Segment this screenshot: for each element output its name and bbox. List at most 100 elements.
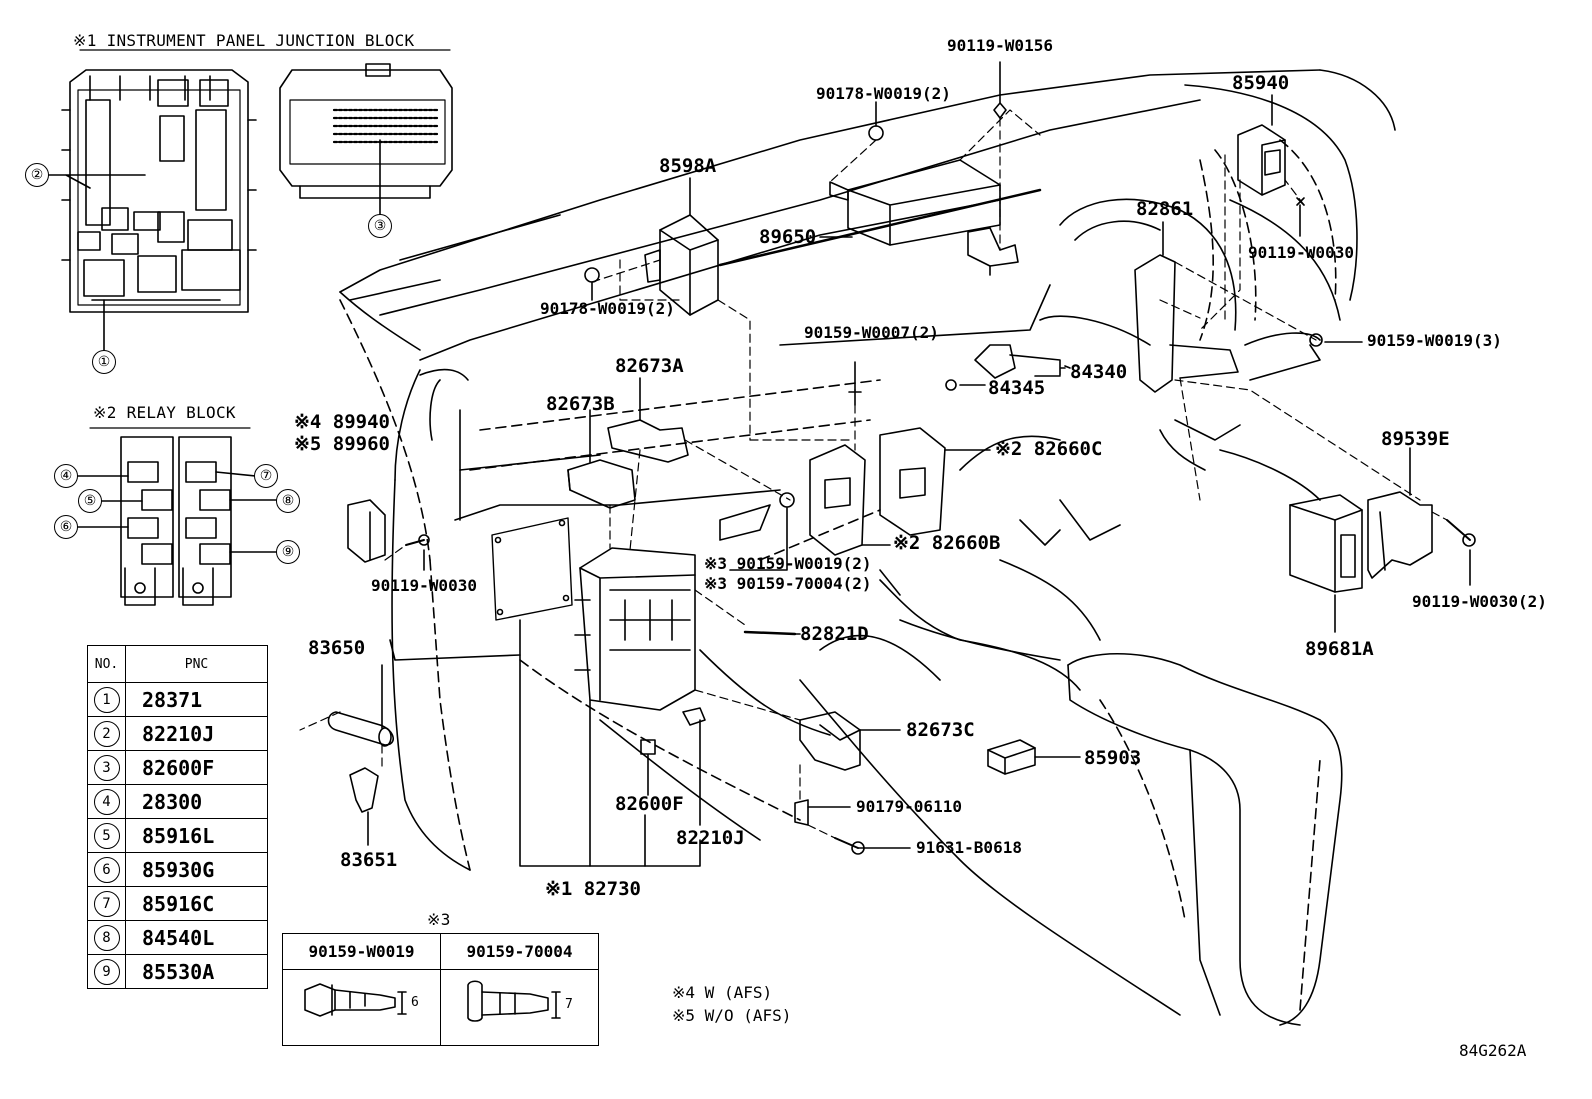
note-afs-wo: ※5 W/O (AFS) — [672, 1006, 792, 1025]
pnc-table-header: NO. PNC — [87, 645, 268, 683]
label-89650: 89650 — [759, 226, 817, 248]
part-85940-shape — [1237, 124, 1286, 196]
label-89539E: 89539E — [1381, 428, 1450, 450]
bolt-dim-1: 6 — [411, 995, 419, 1010]
part-90179-shape — [794, 799, 809, 826]
relay-callout-7: ⑦ — [254, 464, 278, 488]
label-90119-W0030-right: 90119-W0030 — [1248, 243, 1354, 262]
label-82821D: 82821D — [800, 623, 869, 645]
relay-callout-6: ⑥ — [54, 515, 78, 539]
label-90119-W0030-left: 90119-W0030 — [371, 576, 477, 595]
junction-block-rear-view — [279, 63, 453, 199]
relay-callout-8: ⑧ — [276, 489, 300, 513]
label-90119-W0030-2: 90119-W0030(2) — [1412, 592, 1547, 611]
row-pnc: 85930G — [125, 852, 268, 887]
row-number: 6 — [93, 856, 120, 883]
label-8598A: 8598A — [659, 155, 717, 177]
junction-block-front-view — [61, 69, 257, 313]
part-82673B-shape — [567, 459, 636, 509]
row-number: 1 — [93, 686, 120, 713]
row-number: 8 — [93, 924, 120, 951]
part-82861-shape — [1134, 254, 1239, 393]
part-84340-shape — [945, 344, 1066, 391]
label-90159-W0019-3: 90159-W0019(3) — [1367, 331, 1502, 350]
row-pnc: 82210J — [125, 716, 268, 751]
row-pnc: 85916L — [125, 818, 268, 853]
label-91631-B0618: 91631-B0618 — [916, 838, 1022, 857]
assembly-dashed-lines — [299, 109, 1448, 839]
row-pnc: 82600F — [125, 750, 268, 785]
bolt-col-2: 90159-70004 — [440, 933, 599, 970]
label-90179-06110: 90179-06110 — [856, 797, 962, 816]
row-number: 2 — [93, 720, 120, 747]
row-number: 5 — [93, 822, 120, 849]
part-89940-shape — [347, 499, 386, 563]
relay-callout-5: ⑤ — [78, 489, 102, 513]
label-82660C: ※2 82660C — [995, 438, 1103, 460]
fasteners — [405, 102, 1476, 855]
label-90159-70004-2: ※3 90159-70004(2) — [704, 574, 872, 593]
bolt-table: 90159-W0019 90159-70004 — [282, 933, 599, 1046]
label-82861: 82861 — [1136, 198, 1194, 220]
row-number: 3 — [93, 754, 120, 781]
row-number: 4 — [93, 788, 120, 815]
label-83651: 83651 — [340, 849, 398, 871]
label-84345: 84345 — [988, 377, 1046, 399]
junction-callout-3: ③ — [368, 214, 392, 238]
relay-callout-4: ④ — [54, 464, 78, 488]
pnc-header-no: NO. — [87, 645, 126, 683]
label-90119-W0156: 90119-W0156 — [947, 36, 1053, 55]
pnc-header-pnc: PNC — [125, 645, 268, 683]
part-89681A-shape — [1289, 494, 1363, 593]
label-84340: 84340 — [1070, 361, 1128, 383]
junction-callout-2: ② — [25, 163, 49, 187]
part-82730-shape — [491, 517, 696, 711]
label-82673B: 82673B — [546, 393, 615, 415]
part-83650-shape — [327, 711, 394, 747]
label-90178-W0019-top: 90178-W0019(2) — [816, 84, 951, 103]
label-82673A: 82673A — [615, 355, 684, 377]
label-85940: 85940 — [1232, 72, 1290, 94]
bolt-table-title: ※3 — [427, 910, 451, 929]
row-pnc: 28300 — [125, 784, 268, 819]
label-89681A: 89681A — [1305, 638, 1374, 660]
part-83651-shape — [349, 767, 379, 813]
part-82660C-shape — [879, 427, 946, 536]
relay-block-title: ※2 RELAY BLOCK — [93, 403, 236, 422]
part-82660B-shape — [809, 444, 866, 556]
label-85903: 85903 — [1084, 747, 1142, 769]
row-pnc: 28371 — [125, 682, 268, 717]
row-pnc: 85530A — [125, 954, 268, 989]
part-82673A-shape — [607, 419, 689, 463]
label-82600F: 82600F — [615, 793, 684, 815]
diagram-id: 84G262A — [1459, 1041, 1527, 1060]
label-82660B: ※2 82660B — [893, 532, 1001, 554]
label-83650: 83650 — [308, 637, 366, 659]
label-82210J: 82210J — [676, 827, 745, 849]
bolt-dim-2: 7 — [565, 997, 573, 1012]
part-82673C-shape — [799, 711, 861, 771]
row-number: 9 — [93, 958, 120, 985]
leader-callout-2 — [47, 174, 146, 189]
label-90159-W0007: 90159-W0007(2) — [804, 323, 939, 342]
bolt-col-1-image — [282, 969, 441, 1046]
part-82210J-shape — [682, 707, 706, 726]
label-82730: ※1 82730 — [545, 878, 641, 900]
part-82821D-shape — [743, 630, 797, 636]
note-afs-w: ※4 W (AFS) — [672, 983, 773, 1002]
row-pnc: 84540L — [125, 920, 268, 955]
junction-callout-1: ① — [92, 350, 116, 374]
junction-block-title: ※1 INSTRUMENT PANEL JUNCTION BLOCK — [73, 31, 415, 50]
instrument-panel-outline — [339, 69, 1396, 1026]
